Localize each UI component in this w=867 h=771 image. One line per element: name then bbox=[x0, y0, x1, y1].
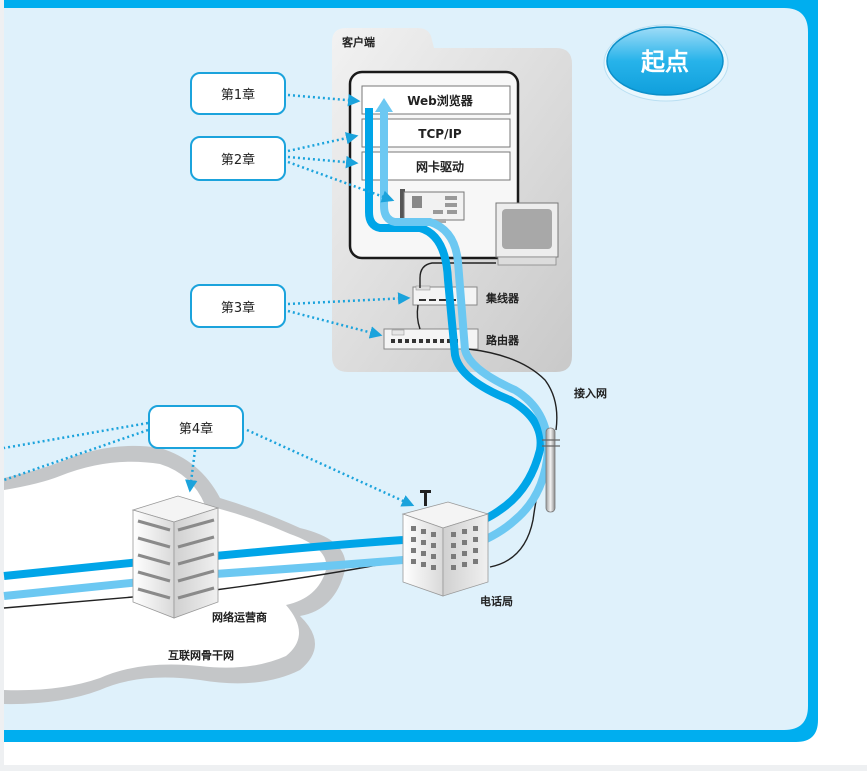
backbone-label: 互联网骨干网 bbox=[168, 648, 234, 662]
layer-label: 网卡驱动 bbox=[416, 159, 464, 174]
connector-ch2-driver bbox=[287, 155, 359, 169]
connector-ch4-left-1 bbox=[3, 421, 149, 450]
connector-ch3-router bbox=[287, 309, 383, 339]
chapter-3-callout: 第3章 bbox=[190, 284, 286, 328]
hub-label: 集线器 bbox=[485, 291, 520, 305]
layer-label: Web浏览器 bbox=[407, 93, 474, 108]
connector-ch2-nic bbox=[287, 160, 395, 203]
chapter-label: 第3章 bbox=[221, 300, 255, 316]
connector-ch3-hub bbox=[287, 292, 411, 306]
router-label: 路由器 bbox=[486, 333, 520, 347]
flow-arrow-head bbox=[375, 98, 393, 112]
network-card-icon bbox=[400, 189, 465, 225]
flow-line-dark bbox=[3, 108, 545, 580]
chapter-4-callout: 第4章 bbox=[148, 405, 244, 449]
connector-ch4-office bbox=[246, 428, 415, 507]
connector-ch1-browser bbox=[287, 93, 361, 107]
cable-monitor-hub bbox=[419, 262, 496, 288]
connector-ch2-tcpip bbox=[287, 132, 359, 153]
page-bottom-edge bbox=[0, 765, 867, 771]
chapter-1-callout: 第1章 bbox=[190, 72, 286, 115]
connector-ch4-left-2 bbox=[3, 428, 149, 482]
start-badge-label: 起点 bbox=[640, 48, 689, 76]
page-edge bbox=[0, 0, 4, 765]
telephone-pole-icon bbox=[542, 427, 560, 513]
chapter-2-callout: 第2章 bbox=[190, 136, 286, 181]
chapter-label: 第1章 bbox=[221, 87, 255, 103]
isp-building-icon bbox=[131, 495, 220, 619]
chapter-label: 第2章 bbox=[221, 152, 255, 168]
telephone-office-label: 电话局 bbox=[480, 594, 513, 608]
start-badge: 起点 bbox=[603, 24, 729, 102]
cable-router-pole bbox=[467, 348, 558, 431]
chapter-connectors bbox=[185, 93, 415, 507]
cable-hub-router bbox=[416, 304, 421, 330]
layer-label: TCP/IP bbox=[418, 127, 462, 141]
telephone-office-building-icon bbox=[401, 490, 490, 597]
connector-ch4-isp bbox=[185, 449, 198, 493]
access-network-label: 接入网 bbox=[574, 386, 607, 400]
chapter-label: 第4章 bbox=[179, 421, 213, 437]
client-folder-label: 客户端 bbox=[341, 35, 375, 49]
isp-label: 网络运营商 bbox=[212, 610, 267, 624]
monitor-icon bbox=[495, 202, 559, 266]
